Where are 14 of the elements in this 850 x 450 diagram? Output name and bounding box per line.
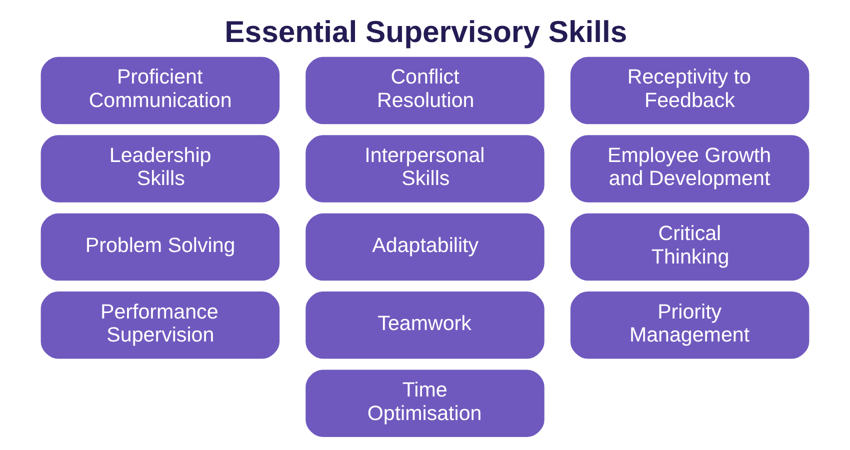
node-box: Employee Growth and Development bbox=[570, 135, 810, 202]
node-box: Performance Supervision bbox=[40, 292, 280, 359]
node-box: Problem Solving bbox=[40, 213, 280, 281]
node-box: Leadership Skills bbox=[40, 135, 280, 202]
diagram-title: Essential Supervisory Skills bbox=[224, 16, 628, 49]
node-box: Time Optimisation bbox=[306, 370, 544, 437]
node-box: Priority Management bbox=[570, 292, 810, 359]
node-box: Critical Thinking bbox=[570, 213, 810, 281]
node-box: Adaptability bbox=[306, 213, 544, 281]
node-box: Conflict Resolution bbox=[306, 56, 544, 124]
node-box: Proficient Communication bbox=[40, 56, 280, 124]
node-box: Interpersonal Skills bbox=[306, 135, 544, 202]
node-box: Teamwork bbox=[306, 292, 544, 359]
node-box: Receptivity to Feedback bbox=[570, 56, 810, 124]
